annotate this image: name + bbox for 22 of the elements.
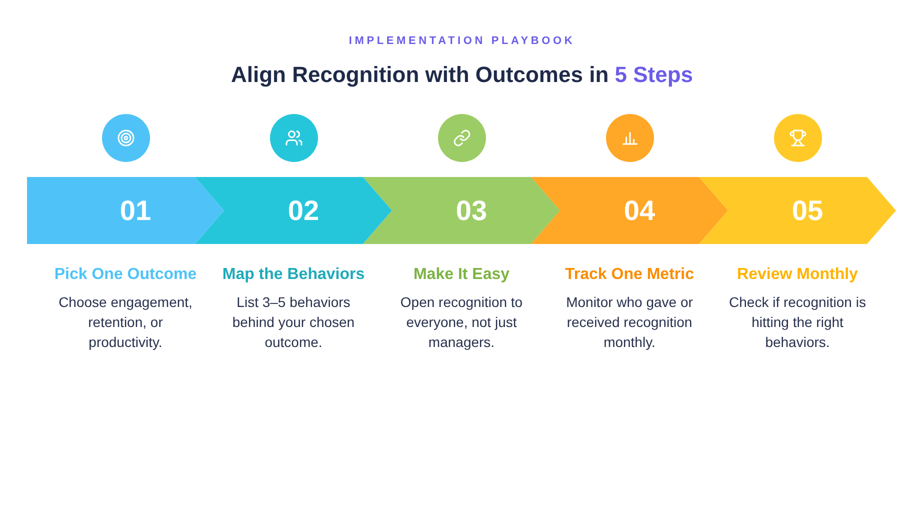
step-description: List 3–5 behaviors behind your chosen outcome. xyxy=(231,293,356,352)
chevron-step xyxy=(195,177,392,244)
step-description: Choose engagement, retention, or productivity. xyxy=(58,293,194,352)
diagram-title: Align Recognition with Outcomes in 5 Steps xyxy=(230,61,694,89)
step-number: 02 xyxy=(288,194,320,226)
step-heading: Make It Easy xyxy=(413,265,510,285)
step-number: 04 xyxy=(624,194,656,226)
step-heading: Review Monthly xyxy=(737,265,858,285)
chevron-step xyxy=(363,177,560,244)
step-number: 03 xyxy=(456,194,488,226)
step-number: 01 xyxy=(120,194,152,226)
step-heading: Track One Metric xyxy=(565,265,694,285)
step-description: Monitor who gave or received recognition monthly. xyxy=(565,293,694,352)
chevron-step xyxy=(699,177,896,244)
step-heading: Map the Behaviors xyxy=(222,265,365,285)
chevron-step xyxy=(27,177,224,244)
chevron-step xyxy=(531,177,728,244)
step-number: 05 xyxy=(792,194,824,226)
step-description: Check if recognition is hitting the right behaviors. xyxy=(728,293,867,352)
kicker-label: IMPLEMENTATION PLAYBOOK xyxy=(348,34,576,49)
step-heading: Pick One Outcome xyxy=(54,265,197,285)
step-description: Open recognition to everyone, not just managers. xyxy=(399,293,524,352)
